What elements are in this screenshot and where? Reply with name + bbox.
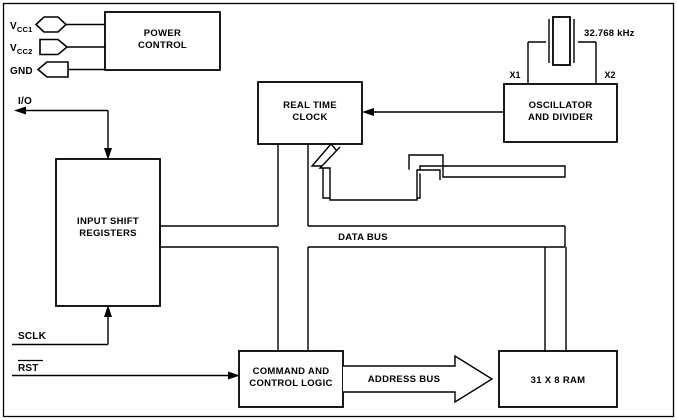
block-command-label-line1: COMMAND AND — [253, 366, 330, 377]
arrowhead-io-down — [104, 148, 112, 160]
block-rtc-label-line2: CLOCK — [292, 112, 327, 123]
arrowhead-sclk-up — [104, 305, 112, 317]
pin-symbol-gnd — [36, 61, 69, 78]
block-ram — [498, 350, 618, 408]
arrowhead-io-left — [14, 106, 26, 115]
crystal-terminal-x1-label: X1 — [509, 70, 520, 80]
block-command-label-line2: CONTROL LOGIC — [249, 378, 332, 389]
block-oscillator-label-line2: AND DIVIDER — [528, 112, 593, 123]
arrowhead-rst-right — [228, 371, 240, 380]
pin-label-vcc1: VCC1 — [10, 21, 32, 34]
arrowhead-oscillator-to-rtc — [362, 108, 374, 116]
block-oscillator-label-line1: OSCILLATOR — [529, 100, 593, 111]
block-command-and-control-logic — [238, 350, 344, 408]
block-ram-label: 31 X 8 RAM — [531, 375, 586, 386]
block-input-shift-label-line1: INPUT SHIFT — [77, 216, 139, 227]
block-power-control-label-line1: POWER — [144, 28, 181, 39]
block-input-shift-registers — [55, 158, 161, 307]
data-bus-label: DATA BUS — [338, 232, 388, 243]
pin-label-io: I/O — [18, 96, 32, 107]
pin-label-rst: RST — [18, 363, 39, 374]
pin-label-sclk: SCLK — [18, 331, 47, 342]
crystal-body — [552, 16, 571, 66]
block-oscillator-and-divider — [503, 83, 618, 143]
pin-symbol-vcc2 — [39, 38, 69, 56]
block-input-shift-label-line2: REGISTERS — [79, 228, 137, 239]
crystal-terminal-x2-label: X2 — [604, 70, 615, 80]
block-power-control-label-line2: CONTROL — [138, 40, 187, 51]
block-power-control — [104, 11, 221, 71]
block-real-time-clock — [257, 81, 363, 145]
block-rtc-label-line1: REAL TIME — [283, 100, 337, 111]
pin-symbol-vcc1 — [34, 16, 68, 33]
hollow-bus-arrow-outer-edge — [318, 146, 441, 201]
pin-label-vcc2: VCC2 — [10, 43, 32, 56]
address-bus-hollow-arrow — [343, 354, 494, 404]
pin-label-gnd: GND — [10, 66, 33, 77]
address-bus-label: ADDRESS BUS — [368, 374, 440, 385]
crystal-frequency-label: 32.768 kHz — [584, 28, 635, 39]
